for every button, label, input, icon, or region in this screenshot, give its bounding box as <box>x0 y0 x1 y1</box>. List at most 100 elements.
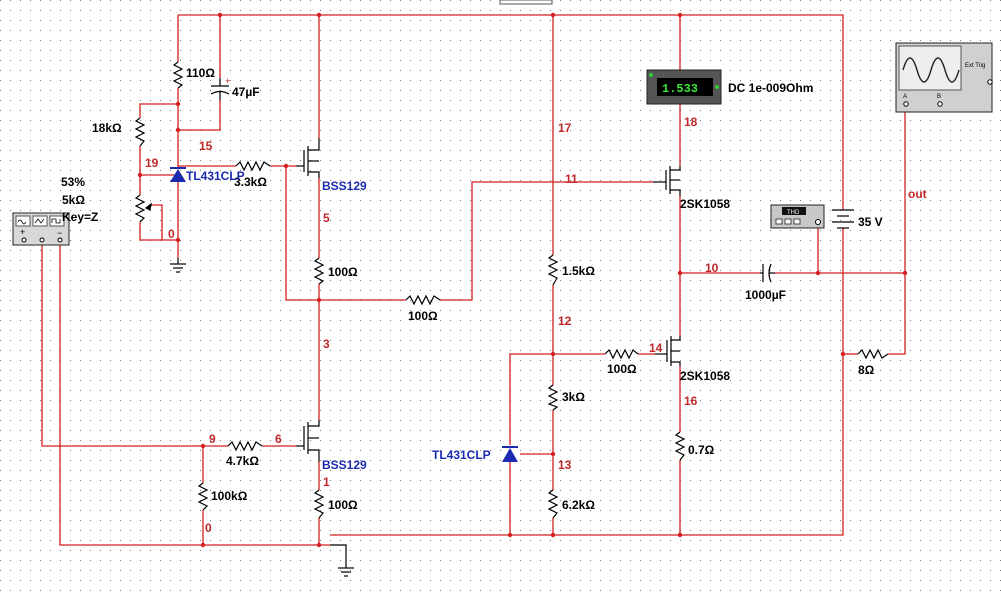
ground-symbol-top <box>170 258 186 273</box>
potentiometer[interactable] <box>134 194 146 223</box>
label-r4k7: 4.7kΩ <box>226 454 259 468</box>
resistor-6k2[interactable] <box>547 489 559 519</box>
label-r3k3: 3.3kΩ <box>234 175 267 189</box>
resistor-18k[interactable] <box>134 117 146 147</box>
scope-channel-b-terminal[interactable] <box>937 101 943 107</box>
wire-pot-bottom <box>139 222 178 241</box>
fgen-common-terminal[interactable] <box>39 237 45 243</box>
resistor-3k3[interactable] <box>235 160 271 172</box>
wire-top-rail <box>178 14 844 205</box>
tl431-top-symbol[interactable] <box>170 167 186 182</box>
wire-18k-top <box>139 103 178 118</box>
label-r110: 110Ω <box>186 66 215 80</box>
q1-drain <box>308 138 320 151</box>
q4-drain <box>671 336 681 341</box>
q4-source <box>671 361 681 366</box>
node-15: 15 <box>199 139 213 153</box>
tl431-bottom-symbol[interactable] <box>502 446 518 462</box>
multimeter-minus-terminal[interactable] <box>715 85 719 89</box>
resistor-1k5[interactable] <box>547 254 559 286</box>
resistor-symbols <box>134 61 889 519</box>
node-19: 19 <box>145 156 159 170</box>
square-wave-icon <box>51 218 61 224</box>
label-r100k: 100kΩ <box>211 489 248 503</box>
thd-display <box>782 207 806 215</box>
fgen-plus-sign: + <box>20 227 25 237</box>
thd-input-terminal[interactable] <box>815 219 821 225</box>
fgen-minus-terminal[interactable] <box>57 237 63 243</box>
thd-button-3[interactable] <box>793 218 801 225</box>
mosfet-bss129-bottom[interactable] <box>296 420 320 462</box>
label-r18k: 18kΩ <box>92 121 122 135</box>
wire-pot-wiper <box>152 204 163 240</box>
node-18: 18 <box>684 115 698 129</box>
resistor-100k[interactable] <box>197 482 209 511</box>
mosfet-2sk1058-top[interactable] <box>653 166 681 196</box>
label-pot-percent: 53% <box>61 175 85 189</box>
node-13: 13 <box>558 458 572 472</box>
label-fet-bottom: 2SK1058 <box>680 369 730 383</box>
labels: 110Ω 18kΩ 47µF 3.3kΩ 53% 5kΩ Key=Z 100Ω … <box>61 63 985 535</box>
multimeter-plus-terminal[interactable] <box>649 73 653 77</box>
label-r8: 8Ω <box>858 363 875 377</box>
resistor-100-b[interactable] <box>405 294 441 306</box>
label-r0-7: 0.7Ω <box>688 443 715 457</box>
thd-analyzer[interactable] <box>770 204 825 229</box>
cap47-plus: + <box>225 76 230 86</box>
wire-0-ground <box>59 244 330 546</box>
fgen-plus-terminal[interactable] <box>21 237 27 243</box>
fgen-sine-button[interactable] <box>15 215 31 227</box>
mosfet-2sk1058-bottom[interactable] <box>655 336 681 366</box>
label-tl431-bottom: TL431CLP <box>432 448 491 462</box>
q2-drain <box>308 420 320 427</box>
node-5: 5 <box>323 211 330 225</box>
resistor-4k7[interactable] <box>227 440 263 452</box>
node-10: 10 <box>705 261 719 275</box>
resistor-0-7[interactable] <box>674 431 686 461</box>
wire-11 <box>440 181 653 301</box>
node-0-top: 0 <box>168 227 175 241</box>
resistor-3k[interactable] <box>547 384 559 411</box>
label-r100-d: 100Ω <box>607 362 637 376</box>
pot-wiper-arrow <box>144 202 152 211</box>
q1-source <box>308 171 320 178</box>
resistor-100-d[interactable] <box>604 348 639 360</box>
label-c1000: 1000µF <box>745 288 786 302</box>
node-12: 12 <box>558 314 572 328</box>
scope-screen <box>898 45 962 91</box>
multimeter-value: 1.533 <box>662 82 698 96</box>
scope-trig-terminal[interactable] <box>987 79 993 85</box>
fgen-square-button[interactable] <box>49 215 65 227</box>
oscilloscope[interactable] <box>895 42 993 113</box>
label-pot-key: Key=Z <box>62 210 98 224</box>
resistor-100-a[interactable] <box>313 257 325 285</box>
wire-15 <box>177 88 221 131</box>
node-9: 9 <box>209 432 216 446</box>
dc-supply-35v[interactable] <box>832 205 854 229</box>
wire-9 <box>41 244 228 447</box>
label-tl431-top: TL431CLP <box>186 169 245 183</box>
wire-8-right <box>888 273 906 355</box>
mosfet-bss129-top[interactable] <box>296 138 320 178</box>
thd-button-2[interactable] <box>784 218 792 225</box>
triangle-wave-icon <box>34 218 45 224</box>
thd-button-1[interactable] <box>775 218 783 225</box>
node-16: 16 <box>684 394 698 408</box>
thd-display-label: THD <box>787 210 800 216</box>
node-17: 17 <box>558 121 572 135</box>
function-generator[interactable]: + − <box>12 212 70 246</box>
node-out: out <box>908 187 927 201</box>
label-multimeter-mode: DC 1e-009Ohm <box>728 81 813 95</box>
resistor-100-c[interactable] <box>313 489 325 519</box>
multimeter[interactable] <box>646 69 722 105</box>
label-bss129-top: BSS129 <box>322 179 367 193</box>
label-supply: 35 V <box>858 215 883 229</box>
node-1: 1 <box>323 475 330 489</box>
junctions <box>137 12 908 548</box>
resistor-110[interactable] <box>172 61 184 89</box>
scope-channel-a-terminal[interactable] <box>903 101 909 107</box>
resistor-8[interactable] <box>857 348 889 360</box>
scope-b-label: B <box>937 94 941 100</box>
q3-drain <box>670 166 681 171</box>
